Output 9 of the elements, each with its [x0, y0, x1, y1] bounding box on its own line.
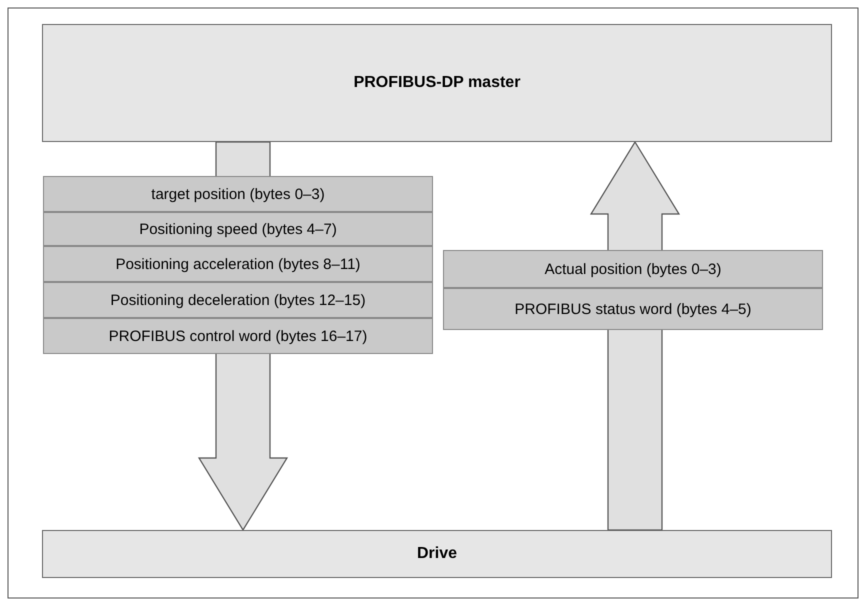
- block-box: Drive: [42, 530, 832, 578]
- data-field-row: Positioning deceleration (bytes 12–15): [43, 282, 433, 318]
- data-field-row: PROFIBUS control word (bytes 16–17): [43, 318, 433, 354]
- data-field-row: target position (bytes 0–3): [43, 176, 433, 212]
- data-field-row: Actual position (bytes 0–3): [443, 250, 823, 288]
- data-field-row: Positioning acceleration (bytes 8–11): [43, 246, 433, 282]
- block-box: PROFIBUS-DP master: [42, 24, 832, 142]
- data-field-row: Positioning speed (bytes 4–7): [43, 212, 433, 246]
- data-field-row: PROFIBUS status word (bytes 4–5): [443, 288, 823, 330]
